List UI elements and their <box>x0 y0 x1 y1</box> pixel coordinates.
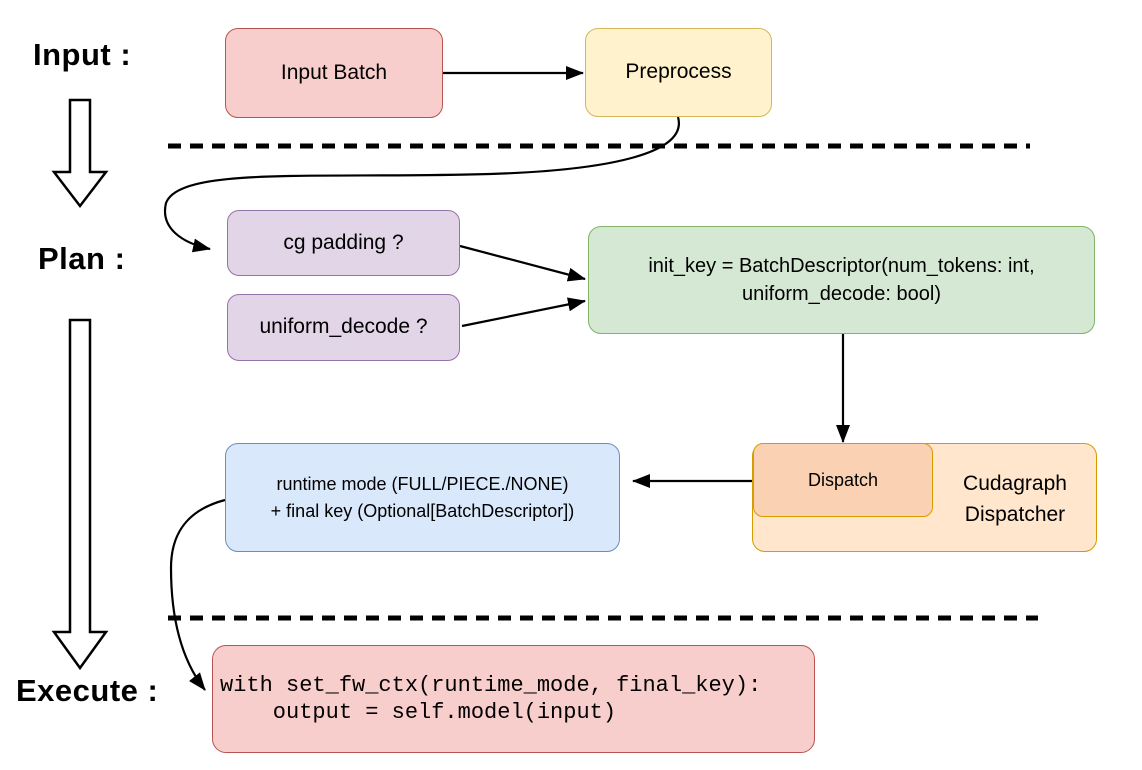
node-preprocess: Preprocess <box>585 28 772 117</box>
node-runtime-mode-line1: runtime mode (FULL/PIECE./NONE) <box>276 474 569 495</box>
arrow-runtime-mode-to-execute-code <box>169 498 226 691</box>
input-to-plan-block-arrow <box>51 98 109 209</box>
node-dispatch: Dispatch <box>753 443 933 517</box>
node-cg-padding-label: cg padding ? <box>283 230 404 254</box>
node-runtime-mode-line2: + final key (Optional[BatchDescriptor]) <box>270 500 575 521</box>
node-cg-padding: cg padding ? <box>227 210 460 276</box>
arrow-uniform-decode-to-init-key <box>461 297 586 328</box>
node-uniform-decode-label: uniform_decode ? <box>259 315 428 339</box>
section-label-plan: Plan : <box>38 241 126 276</box>
execute-code-line1: with set_fw_ctx(runtime_mode, final_key)… <box>220 673 762 698</box>
cudagraph-line1: Cudagraph <box>963 472 1067 495</box>
node-preprocess-label: Preprocess <box>625 60 732 84</box>
section-label-input: Input : <box>33 37 132 72</box>
node-init-key-line2: uniform_decode: bool) <box>741 283 941 305</box>
arrow-cg-padding-to-init-key <box>459 244 586 282</box>
node-cudagraph-dispatcher-label: Cudagraph Dispatcher <box>933 468 1097 530</box>
node-dispatch-label: Dispatch <box>807 469 879 490</box>
arrow-preprocess-to-cg-padding <box>163 116 680 253</box>
node-init-key-line1: init_key = BatchDescriptor(num_tokens: i… <box>648 255 1035 277</box>
node-uniform-decode: uniform_decode ? <box>227 294 460 361</box>
node-execute-code: with set_fw_ctx(runtime_mode, final_key)… <box>212 645 815 753</box>
execute-code-line2: output = self.model(input) <box>220 700 617 725</box>
cudagraph-line2: Dispatcher <box>964 503 1066 526</box>
node-input-batch-label: Input Batch <box>280 60 388 84</box>
node-input-batch: Input Batch <box>225 28 443 118</box>
node-init-key: init_key = BatchDescriptor(num_tokens: i… <box>588 226 1095 334</box>
plan-to-execute-block-arrow <box>51 318 109 671</box>
section-label-execute: Execute : <box>16 673 159 708</box>
node-runtime-mode: runtime mode (FULL/PIECE./NONE) + final … <box>225 443 620 552</box>
